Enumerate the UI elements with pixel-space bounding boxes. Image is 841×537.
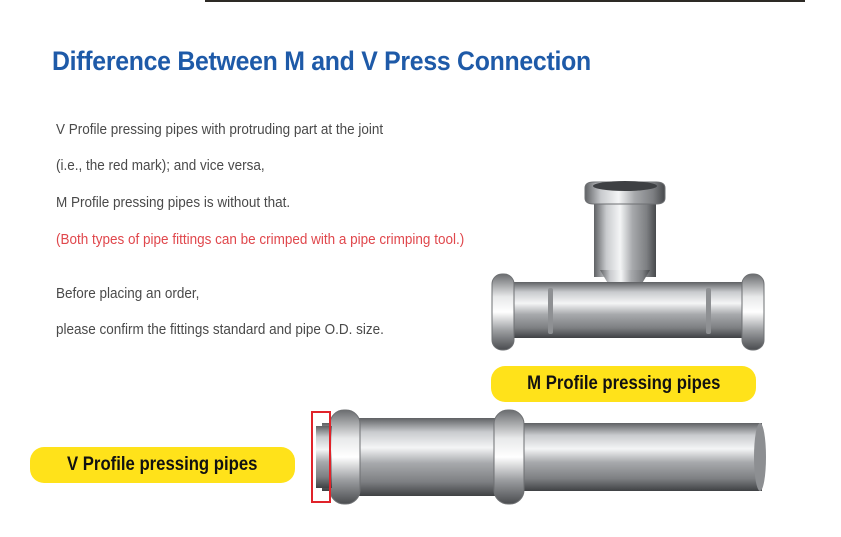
- description-line-3: M Profile pressing pipes is without that…: [56, 194, 291, 211]
- m-profile-label: M Profile pressing pipes: [491, 366, 756, 402]
- pipe-end: [754, 423, 766, 491]
- coupling-left-ring: [329, 409, 361, 505]
- tee-right-socket: [741, 273, 765, 351]
- tee-left-socket: [491, 273, 515, 351]
- m-profile-tee-fitting: [491, 181, 765, 351]
- description-line-1: V Profile pressing pipes with protruding…: [56, 121, 384, 138]
- order-note-line-2: please confirm the fittings standard and…: [56, 321, 384, 338]
- tee-branch: [594, 191, 656, 277]
- v-profile-label: V Profile pressing pipes: [30, 447, 295, 483]
- coupling-right-ring: [493, 409, 525, 505]
- order-note-line-1: Before placing an order,: [56, 285, 200, 302]
- page-title: Difference Between M and V Press Connect…: [52, 46, 591, 76]
- coupling-body: [352, 418, 522, 496]
- tee-bead-right: [706, 288, 711, 334]
- tee-bead-left: [548, 288, 553, 334]
- tee-branch-opening: [593, 181, 657, 191]
- top-divider: [205, 0, 805, 2]
- description-line-2: (i.e., the red mark); and vice versa,: [56, 157, 265, 174]
- coupling-protrusion: [316, 426, 332, 488]
- tee-run-body: [505, 282, 755, 338]
- v-profile-coupling: [311, 409, 766, 505]
- crimping-note: (Both types of pipe fittings can be crim…: [56, 231, 465, 248]
- red-mark-highlight: [311, 411, 331, 503]
